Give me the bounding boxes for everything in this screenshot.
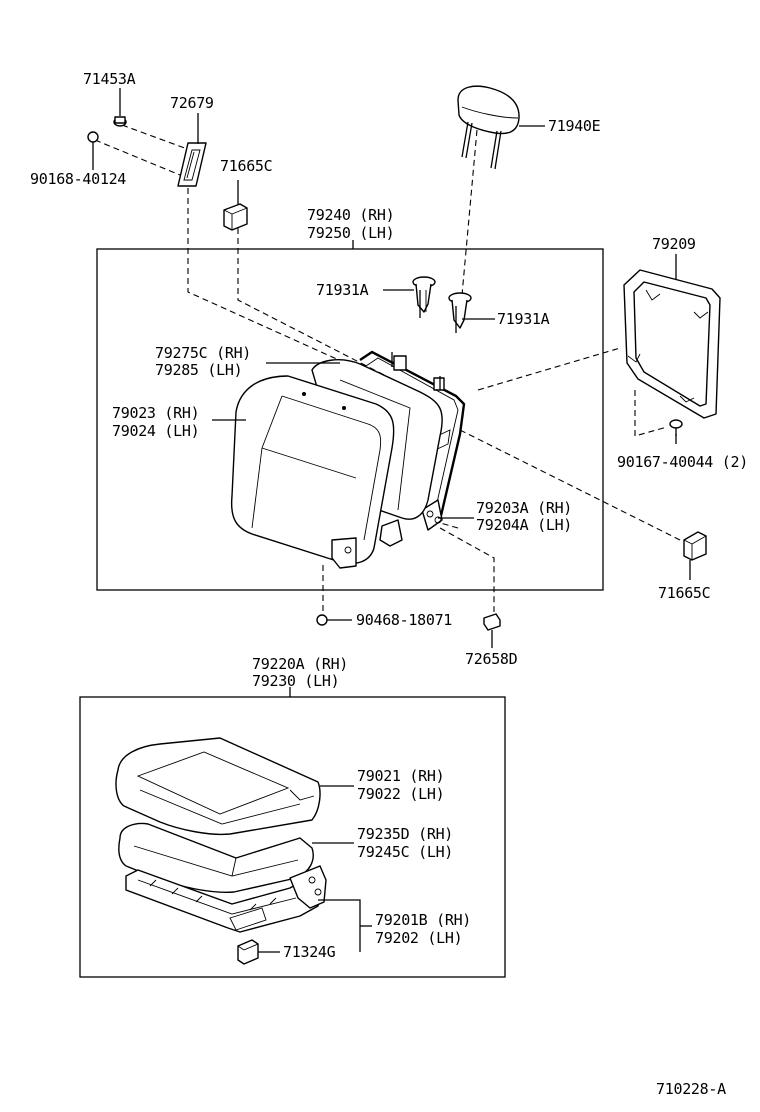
drawing-number: 710228-A xyxy=(656,1080,726,1098)
label-79202-lh: 79202 (LH) xyxy=(375,929,462,947)
assembly-lines xyxy=(94,124,681,616)
clip-72658d-part xyxy=(483,613,501,631)
label-79204a-lh: 79204A (LH) xyxy=(476,516,572,534)
label-79024-lh: 79024 (LH) xyxy=(112,422,199,440)
cushion-frame-79201b-part xyxy=(125,865,327,933)
label-79285-lh: 79285 (LH) xyxy=(155,361,242,379)
label-71931a-right: 71931A xyxy=(497,310,550,328)
label-79203a-rh: 79203A (RH) xyxy=(476,499,572,517)
leader-lines xyxy=(92,88,691,953)
clip-71453a-part xyxy=(113,116,127,127)
plug-90468-part xyxy=(316,614,328,626)
label-79245c-lh: 79245C (LH) xyxy=(357,843,453,861)
label-79022-lh: 79022 (LH) xyxy=(357,785,444,803)
label-71665c-top: 71665C xyxy=(220,157,272,175)
label-90168-40124: 90168-40124 xyxy=(30,170,126,188)
label-79240-rh: 79240 (RH) xyxy=(307,206,394,224)
label-79021-rh: 79021 (RH) xyxy=(357,767,444,785)
label-72679: 72679 xyxy=(170,94,214,112)
label-79220a-rh: 79220A (RH) xyxy=(252,655,348,673)
label-72658d: 72658D xyxy=(465,650,518,668)
seatback-frame-79203a-part xyxy=(359,350,466,531)
headrest-support-71931a-left-part xyxy=(412,276,436,318)
seat-cushion-group-box xyxy=(79,696,506,978)
label-71665c-right: 71665C xyxy=(658,584,710,602)
label-79023-rh: 79023 (RH) xyxy=(112,404,199,422)
cover-71324g-part xyxy=(237,939,259,965)
label-71940e: 71940E xyxy=(548,117,601,135)
cover-71665c-top-part xyxy=(223,203,248,231)
screw-90167-part xyxy=(669,419,683,436)
label-90468-18071: 90468-18071 xyxy=(356,611,452,629)
label-79201b-rh: 79201B (RH) xyxy=(375,911,471,929)
label-71453a: 71453A xyxy=(83,70,136,88)
label-79235d-rh: 79235D (RH) xyxy=(357,825,453,843)
frame-79209-part xyxy=(623,269,721,419)
headrest-71940e-part xyxy=(457,85,520,170)
headrest-support-71931a-right-part xyxy=(448,292,472,333)
screw-90168-part xyxy=(87,131,99,151)
label-79275c-rh: 79275C (RH) xyxy=(155,344,251,362)
cushion-cover-79021-part xyxy=(115,737,321,836)
label-71931a-left: 71931A xyxy=(316,281,369,299)
label-79209: 79209 xyxy=(652,235,696,253)
label-79230-lh: 79230 (LH) xyxy=(252,672,339,690)
seatback-group-box xyxy=(96,248,604,591)
label-79250-lh: 79250 (LH) xyxy=(307,224,394,242)
label-90167-40044: 90167-40044 (2) xyxy=(617,453,748,471)
cover-71665c-right-part xyxy=(683,531,707,561)
label-71324g: 71324G xyxy=(283,943,336,961)
bezel-72679-part xyxy=(177,142,207,187)
seatback-cover-79023-part xyxy=(230,375,395,569)
